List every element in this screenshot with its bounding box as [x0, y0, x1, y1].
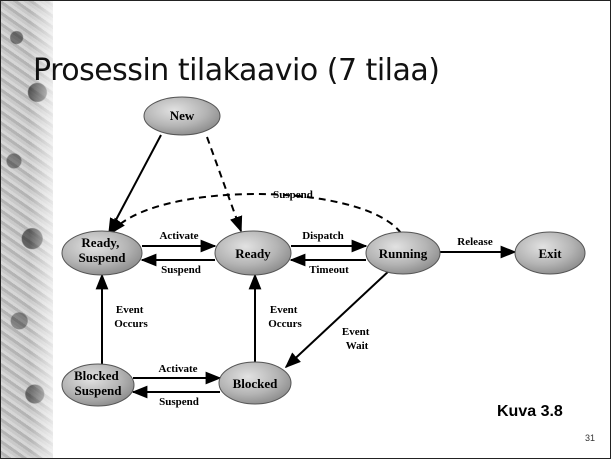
label-event-occurs-right: Event Occurs [268, 304, 302, 330]
label-event-wait: Event Wait [342, 326, 372, 352]
state-ready-suspend-label: Ready, Suspend [79, 235, 127, 265]
label-activate-bottom: Activate [158, 363, 197, 375]
state-blocked: Blocked [218, 361, 292, 405]
edge-new-to-ready [206, 136, 243, 233]
edge-event-wait [284, 268, 392, 369]
label-suspend-top: Suspend [273, 189, 313, 201]
slide-title: Prosessin tilakaavio (7 tilaa) [33, 53, 440, 88]
state-blocked-label: Blocked [233, 376, 279, 391]
state-ready-suspend: Ready, Suspend [61, 230, 143, 276]
label-timeout: Timeout [309, 264, 349, 276]
figure-caption: Kuva 3.8 [497, 403, 563, 420]
state-running-label: Running [379, 246, 428, 261]
state-exit: Exit [514, 231, 586, 275]
label-suspend-bottom: Suspend [159, 396, 199, 408]
page-number: 31 [585, 433, 596, 443]
state-ready: Ready [214, 230, 292, 276]
label-dispatch: Dispatch [302, 230, 344, 242]
edge-running-suspend-to-ready-suspend [110, 193, 402, 235]
state-exit-label: Exit [538, 246, 562, 261]
label-release: Release [457, 236, 493, 248]
state-running: Running [365, 231, 441, 275]
state-new-label: New [170, 108, 195, 123]
label-event-occurs-left: Event Occurs [114, 304, 148, 330]
label-suspend-mid: Suspend [161, 264, 201, 276]
state-new: New [143, 96, 221, 136]
state-blocked-suspend-label: Blocked Suspend [74, 368, 122, 398]
label-activate-top: Activate [159, 230, 198, 242]
state-blocked-suspend: Blocked Suspend [61, 363, 135, 407]
edge-new-to-ready-suspend [108, 134, 162, 235]
state-ready-label: Ready [235, 246, 271, 261]
